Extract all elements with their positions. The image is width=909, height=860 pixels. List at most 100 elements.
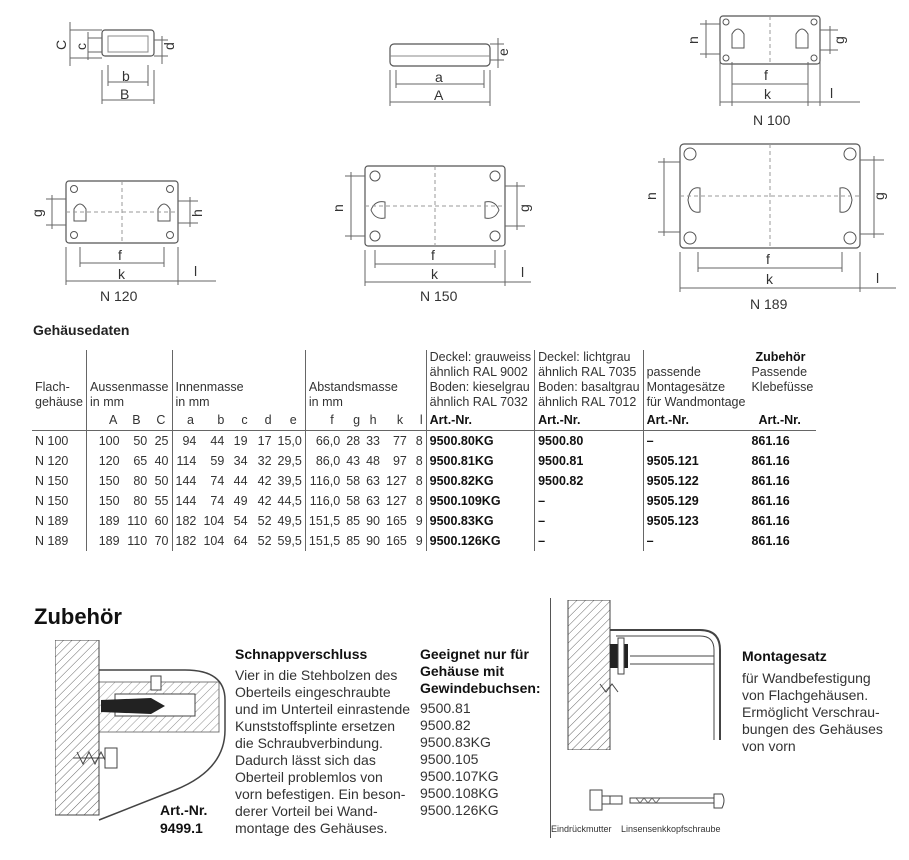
table-cell: 8 [415,454,423,468]
n100-dim-f: f [764,67,768,83]
table-cell: 65 [133,454,148,468]
table-cell: 97 [392,454,407,468]
dim-A-label: A [434,87,444,103]
table-cell: 151,5 [304,511,344,531]
mount-kit-parts [589,789,725,811]
table-cell: 116,0 [304,491,344,511]
n100-dim-k: k [764,86,772,102]
table-cell: 150 [85,471,123,491]
table-cell: 40 [154,454,169,468]
suitable-item: 9500.107KG [420,768,499,784]
table-cell: 42 [257,474,272,488]
table-cell: 28 [346,434,361,448]
table-cell: 151,5 [304,531,344,551]
table-cell: 54 [233,514,248,528]
table-cell: 8 [415,494,423,508]
snap-lock-title: Schnappverschluss [235,646,368,662]
table-cell: 8 [415,474,423,488]
table-cell: – [642,430,749,451]
suitable-title: Geeignet nur für Gehäuse mit Gewindebuch… [420,646,541,696]
row-housing-name: N 189 [35,534,69,548]
table-cell: 9500.81KG [425,451,535,471]
n120-label: N 120 [100,288,138,304]
table-cell: 150 [85,491,123,511]
table-cell: – [534,491,644,511]
n150-dim-g: g [516,204,532,212]
header-accessories: Zubehör [755,350,806,364]
suitable-item: 9500.83KG [420,734,491,750]
mount-kit-description: für Wandbefestigung von Flachgehäusen. E… [742,670,883,754]
table-cell: 9500.80KG [425,430,535,451]
table-cell: 90 [366,534,381,548]
table-cell: 9500.81 [534,451,644,471]
n100-dim-l: l [830,85,833,101]
table-cell: 59 [210,454,225,468]
table-cell: 70 [154,534,169,548]
n120-dim-g: g [30,209,45,217]
table-cell: 165 [386,514,407,528]
n120-dim-f: f [118,247,122,263]
n150-label: N 150 [420,288,458,304]
suitable-item: 9500.105 [420,751,479,767]
table-cell: 25 [154,434,169,448]
table-cell: 9500.82KG [425,471,535,491]
table-cell: 9500.83KG [425,511,535,531]
table-cell: 861.16 [751,514,790,528]
snap-lock-description: Vier in die Stehbolzen des Oberteils ein… [235,667,411,836]
table-cell: 50 [133,434,148,448]
n120-dim-k: k [118,266,126,282]
row-housing-name: N 100 [35,434,69,448]
table-cell: 77 [392,434,407,448]
table-cell: 127 [386,494,407,508]
table-cell: 104 [203,534,225,548]
table-cell: 8 [415,434,423,448]
table-cell: 86,0 [304,451,344,471]
table-cell: 44 [210,434,225,448]
table-cell: 44 [233,474,248,488]
table-cell: 74 [210,494,225,508]
table-cell: 182 [171,511,200,531]
table-cell: 114 [171,451,200,471]
table-cell: 17 [257,434,272,448]
table-cell: 64 [233,534,248,548]
table-cell: 9500.80 [534,430,644,451]
table-cell: 34 [233,454,248,468]
table-cell: 52 [257,514,272,528]
table-cell: 19 [233,434,248,448]
table-cell: 80 [133,474,148,488]
n189-dim-k: k [766,271,774,287]
table-cell: 9 [415,514,423,528]
dim-c-label: c [73,43,89,50]
table-cell: 66,0 [304,430,344,451]
table-cell: 74 [210,474,225,488]
drawing-n100-dims: f k l [719,62,860,106]
table-cell: 110 [127,514,148,528]
n189-dim-h: h [648,192,659,200]
n100-dim-g: g [831,36,847,44]
table-cell: 9505.122 [642,471,749,491]
table-cell: 165 [386,534,407,548]
drawing-n100: h g [690,15,847,65]
dim-C-label: C [53,40,69,50]
table-cell: 861.16 [751,434,790,448]
table-cell: 861.16 [751,534,790,548]
snap-lock-art-number: 9499.1 [160,820,203,836]
table-cell: 63 [366,474,381,488]
table-cell: 33 [366,434,381,448]
table-cell: 52 [257,534,272,548]
drawing-n120: g h f k l [30,180,216,285]
table-cell: 9 [415,534,423,548]
table-cell: 189 [85,531,123,551]
n150-dim-f: f [431,247,435,263]
table-cell: 48 [366,454,381,468]
row-housing-name: N 120 [35,454,69,468]
table-cell: 80 [133,494,148,508]
screw-label: Linsensenkkopfschraube [621,824,721,834]
n120-dim-l: l [194,263,197,279]
